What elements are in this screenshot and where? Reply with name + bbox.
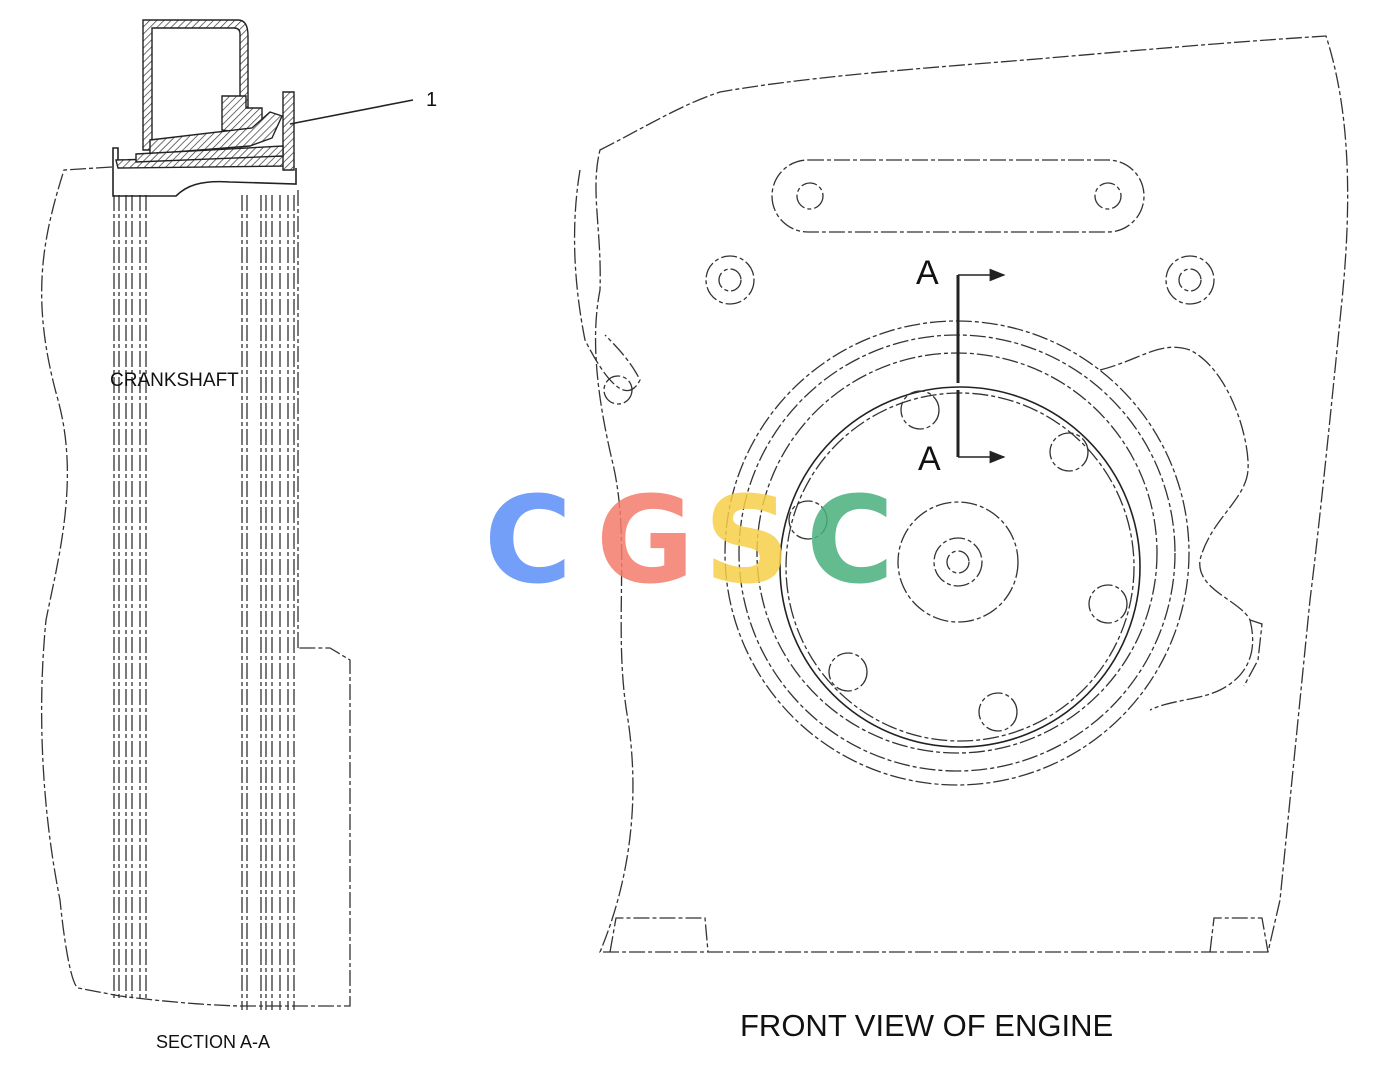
right-boss-inner xyxy=(1178,268,1202,292)
top-slot-plate xyxy=(771,159,1145,233)
crank-hub-center-inner xyxy=(946,550,970,574)
bolt-hole xyxy=(788,500,828,540)
left-boss-outer xyxy=(705,255,755,305)
watermark-letter: G xyxy=(596,472,695,611)
front-view-caption: FRONT VIEW OF ENGINE xyxy=(740,1008,1113,1043)
bolt-hole xyxy=(978,692,1018,732)
cover-tab xyxy=(1243,619,1263,687)
callout-number-1: 1 xyxy=(426,89,437,111)
block-left-bulge xyxy=(573,169,641,392)
left-boss-inner xyxy=(718,268,742,292)
slot-bolt-hole-right xyxy=(1094,182,1122,210)
bolt-hole xyxy=(828,652,868,692)
watermark-logo: C G S C xyxy=(484,472,894,611)
housing-flange xyxy=(282,91,295,171)
sleeve-lip xyxy=(112,147,119,168)
watermark-letter: S xyxy=(704,472,790,611)
housing-wall xyxy=(135,145,284,163)
section-marker-bottom: A xyxy=(918,440,941,478)
front-view: A A FRONT VIEW OF ENGINE xyxy=(573,35,1349,1043)
section-cut-line xyxy=(956,268,1006,464)
seal-face-inner-circle xyxy=(785,392,1135,742)
section-caption: SECTION A-A xyxy=(156,1032,270,1052)
crankshaft-label: CRANKSHAFT xyxy=(110,370,239,391)
seal-lip xyxy=(221,95,263,133)
seal-face-circle xyxy=(779,386,1141,748)
right-boss-outer xyxy=(1165,255,1215,305)
section-a-a-view: 1 CRANKSHAFT SECTION A-A xyxy=(40,19,437,1052)
bolt-hole xyxy=(900,390,940,430)
crank-hub-center-outer xyxy=(933,537,983,587)
slot-bolt-hole-left xyxy=(796,182,824,210)
bolt-hole xyxy=(1049,432,1089,472)
flange-bolt-holes xyxy=(788,390,1128,732)
callout-leader-1 xyxy=(289,99,414,125)
watermark-letter: C xyxy=(484,472,572,611)
engine-block-outline xyxy=(594,35,1349,953)
crankshaft-bore-lines xyxy=(113,195,295,1010)
watermark-letter: C xyxy=(806,472,894,611)
crank-hub-outer xyxy=(897,501,1019,623)
section-marker-top: A xyxy=(916,254,939,292)
block-foot-right xyxy=(1209,917,1269,953)
front-cover-lobe xyxy=(1099,346,1254,711)
crankshaft-outline xyxy=(40,166,351,1007)
seal-case xyxy=(142,19,249,151)
block-foot-left xyxy=(609,917,709,953)
side-boss-hole xyxy=(603,375,633,405)
shaft-end-profile xyxy=(112,168,297,197)
bolt-hole xyxy=(1088,584,1128,624)
